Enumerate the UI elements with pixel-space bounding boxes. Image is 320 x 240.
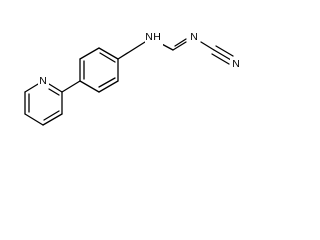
- bond: [24, 113, 44, 126]
- bond: [98, 77, 116, 88]
- bond: [200, 41, 215, 51]
- nitrile-nitrogen-label: N: [232, 58, 240, 70]
- bond: [174, 38, 187, 47]
- bond: [213, 49, 232, 61]
- bond: [98, 80, 119, 93]
- amine-nitrogen-label: N: [145, 31, 153, 43]
- bond: [172, 41, 187, 51]
- pyridine-nitrogen-label: N: [39, 75, 47, 87]
- imine-nitrogen-label: N: [190, 31, 198, 43]
- benzene-ring: [79, 47, 119, 93]
- bond: [99, 52, 116, 63]
- bond: [79, 80, 100, 93]
- atom-amine-nitrogen: N H: [145, 30, 163, 46]
- biaryl-bond: [61, 80, 81, 93]
- bond: [117, 41, 146, 60]
- pyridine-ring: [24, 80, 63, 126]
- molecule-structure: N N H N N: [24, 30, 242, 126]
- bond: [79, 47, 100, 60]
- bond: [42, 113, 63, 126]
- bond: [48, 88, 60, 96]
- bond: [98, 47, 119, 60]
- bond: [43, 110, 60, 121]
- atom-imine-nitrogen: N: [188, 31, 200, 43]
- atom-nitrile-nitrogen: N: [230, 58, 242, 70]
- amine-hydrogen-label: H: [153, 31, 161, 43]
- bond: [211, 53, 230, 65]
- bond: [215, 45, 234, 57]
- bond: [48, 83, 63, 93]
- atom-pyridine-nitrogen: N: [38, 75, 49, 88]
